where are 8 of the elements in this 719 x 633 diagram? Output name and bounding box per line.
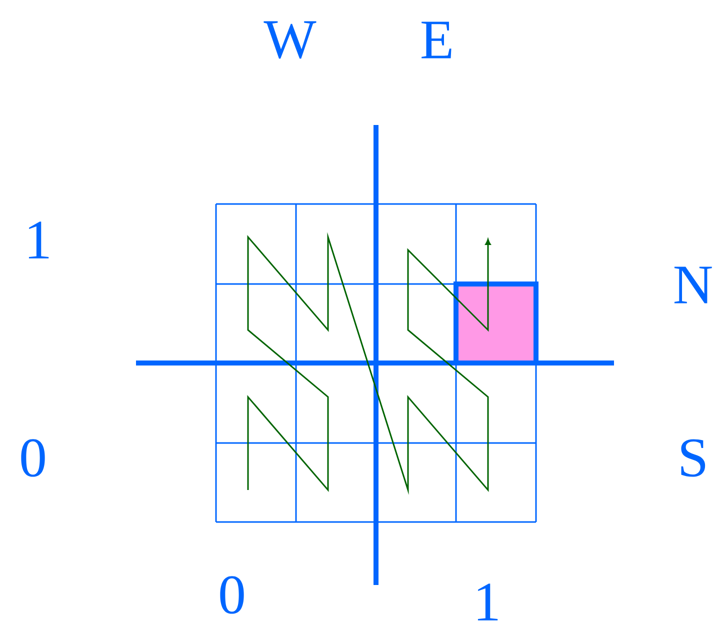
axis-label: S — [681, 439, 706, 477]
axis-label: N — [674, 266, 712, 304]
axis-label: 1 — [478, 584, 498, 620]
axis-label: E — [422, 22, 452, 58]
axis-label: W — [264, 21, 316, 59]
axis-label: 0 — [220, 576, 244, 614]
axis-label: 0 — [21, 439, 45, 477]
axis-label: 1 — [28, 222, 49, 258]
